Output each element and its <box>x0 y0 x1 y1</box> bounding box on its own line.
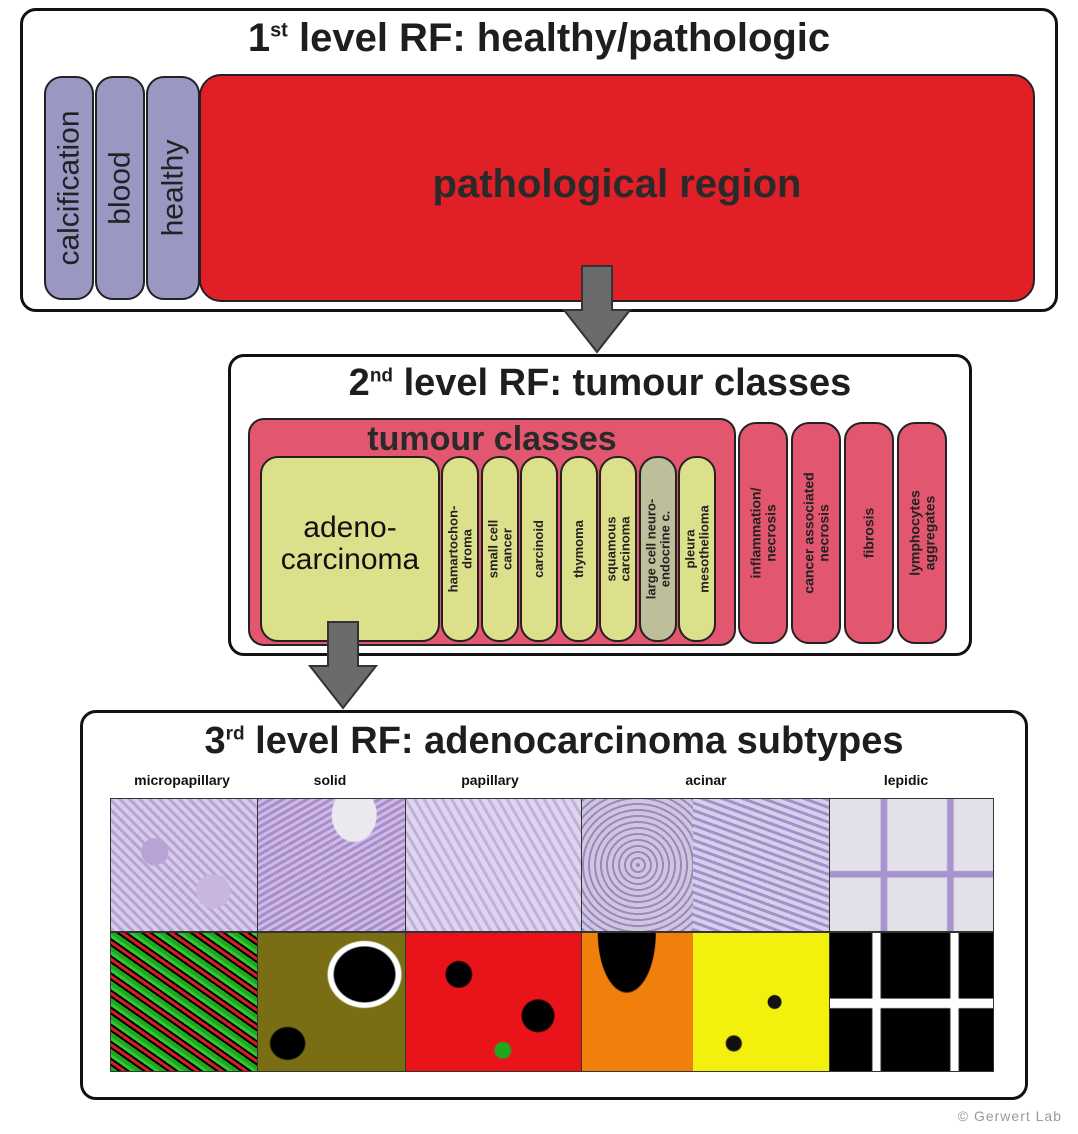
segmentation-acinar-1 <box>581 933 694 1071</box>
class-blood: blood <box>95 76 145 300</box>
tumour-class-label: hamartochon- droma <box>445 505 474 593</box>
other-class-label: lymphocytes aggregates <box>906 490 937 576</box>
segmentation-lepidic <box>829 933 993 1071</box>
other-class-label: fibrosis <box>860 507 877 559</box>
class-label: healthy <box>156 139 190 237</box>
class-adenocarcinoma: adeno- carcinoma <box>260 456 440 642</box>
class-pathological-region: pathological region <box>199 74 1035 302</box>
segmentation-acinar-2 <box>693 933 829 1071</box>
other-class-label: cancer associated necrosis <box>800 472 831 594</box>
micrograph-acinar-2 <box>693 799 829 931</box>
micrograph-lepidic <box>829 799 993 931</box>
tumour-class-label: squamous carcinoma <box>603 516 632 582</box>
segmentation-row <box>110 932 994 1072</box>
micrograph-row <box>110 798 994 932</box>
arrow-down-icon <box>562 265 632 354</box>
class-label: calcification <box>52 110 86 266</box>
tumour-class-label: thymoma <box>570 520 586 578</box>
tumour-class-0: hamartochon- droma <box>441 456 479 642</box>
subtype-label-micropapillary: micropapillary <box>134 772 230 788</box>
other-class-0: inflammation/ necrosis <box>738 422 788 644</box>
tumour-class-1: small cell cancer <box>480 456 519 642</box>
segmentation-micropapillary <box>111 933 257 1071</box>
tumour-class-label: large cell neuro- endocrine c. <box>642 498 672 600</box>
adenocarcinoma-label: adeno- carcinoma <box>280 511 420 576</box>
class-healthy: healthy <box>146 76 200 300</box>
tumour-class-5: large cell neuro- endocrine c. <box>638 456 677 642</box>
tumour-class-4: squamous carcinoma <box>599 456 637 642</box>
subtype-label-solid: solid <box>313 772 347 788</box>
segmentation-papillary <box>405 933 582 1071</box>
other-class-label: inflammation/ necrosis <box>747 487 778 579</box>
other-class-1: cancer associated necrosis <box>791 422 841 644</box>
tumour-class-label: small cell cancer <box>484 519 514 579</box>
tumour-class-label: carcinoid <box>531 520 547 578</box>
tumour-class-label: pleura mesothelioma <box>682 505 711 593</box>
class-label: blood <box>103 151 137 225</box>
subtype-label-acinar: acinar <box>685 772 727 788</box>
segmentation-solid <box>257 933 406 1071</box>
micrograph-solid <box>257 799 406 931</box>
micrograph-papillary <box>405 799 582 931</box>
level3-title: 3rd level RF: adenocarcinoma subtypes <box>204 720 904 762</box>
subtype-label-papillary: papillary <box>461 772 519 788</box>
tumour-class-2: carcinoid <box>520 456 558 642</box>
other-class-2: fibrosis <box>844 422 894 644</box>
credit-text: © Gerwert Lab <box>957 1108 1062 1124</box>
micrograph-acinar-1 <box>581 799 694 931</box>
level1-title: 1st level RF: healthy/pathologic <box>247 16 831 60</box>
other-class-3: lymphocytes aggregates <box>897 422 947 644</box>
subtype-label-lepidic: lepidic <box>883 772 929 788</box>
micrograph-micropapillary <box>111 799 257 931</box>
class-calcification: calcification <box>44 76 94 300</box>
arrow-down-icon <box>308 621 378 710</box>
pathological-region-label: pathological region <box>432 162 802 206</box>
level2-title: 2nd level RF: tumour classes <box>348 362 852 404</box>
tumour-class-6: pleura mesothelioma <box>678 456 716 642</box>
tumour-classes-label: tumour classes <box>367 420 617 458</box>
tumour-class-3: thymoma <box>559 456 598 642</box>
